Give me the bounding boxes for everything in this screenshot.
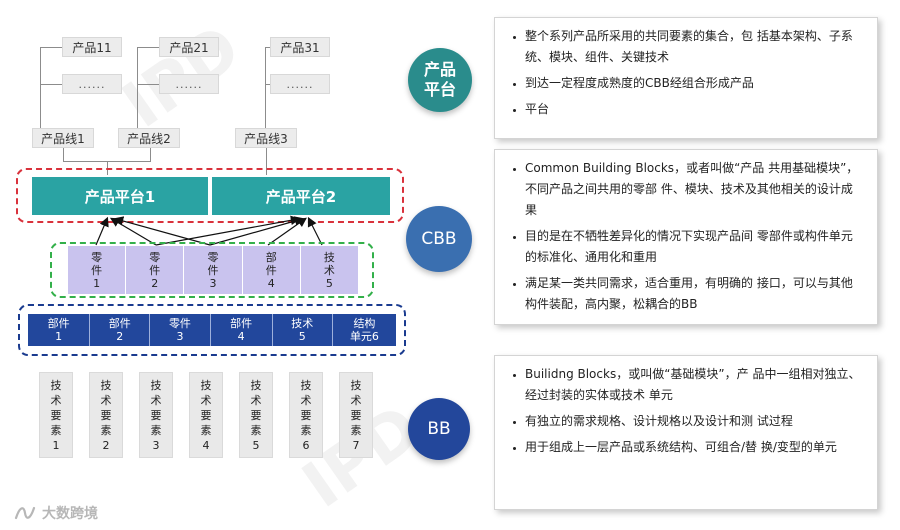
bullet-text: Common Building Blocks，或者叫做“产品 共用基础模块”，不… [525, 158, 863, 221]
tech-element: 技 术 要 素 1 [39, 372, 73, 458]
product-box: 产品21 [159, 37, 219, 57]
bb-row: 部件 1 部件 2 零件 3 部件 4 技术 5 结构 单元6 [28, 314, 396, 346]
cbb-item: 技 术 5 [300, 246, 359, 294]
bb-item: 结构 单元6 [332, 314, 396, 346]
arrow [95, 216, 109, 246]
footer-brand: 大数跨境 [14, 502, 98, 524]
arrow [155, 215, 301, 246]
bb-item: 部件 1 [28, 314, 91, 346]
cbb-description-panel: Common Building Blocks，或者叫做“产品 共用基础模块”，不… [494, 149, 878, 325]
ellipsis-box: ...... [159, 74, 219, 94]
tech-element: 技 术 要 素 3 [139, 372, 173, 458]
cbb-row: 零 件 1 零 件 2 零 件 3 部 件 4 技 术 5 [68, 246, 359, 294]
product-box: 产品31 [270, 37, 330, 57]
product-line-box: 产品线1 [32, 128, 94, 148]
bb-item: 零件 3 [150, 314, 211, 346]
arrow [267, 217, 307, 246]
bullet-text: Builidng Blocks，或叫做“基础模块”，产 品中一组相对独立、经过封… [525, 364, 863, 406]
tech-element: 技 术 要 素 2 [89, 372, 123, 458]
cbb-to-platform-arrows [95, 215, 323, 246]
tech-element: 技 术 要 素 4 [189, 372, 223, 458]
bullet-text: 整个系列产品所采用的共同要素的集合，包 括基本架构、子系统、模块、组件、关键技术 [525, 26, 863, 68]
cbb-item: 部 件 4 [242, 246, 301, 294]
cbb-circle: CBB [406, 206, 472, 272]
arrow [113, 216, 211, 246]
cbb-group [50, 242, 374, 298]
bullet-text: 到达一定程度成熟度的CBB经组合形成产品 [525, 73, 863, 94]
bullet-text: 目的是在不牺牲差异化的情况下实现产品间 零部件或构件单元的标准化、通用化和重用 [525, 226, 863, 268]
bb-item: 部件 2 [90, 314, 151, 346]
product-platform-1: 产品平台1 [32, 177, 208, 215]
tech-element: 技 术 要 素 6 [289, 372, 323, 458]
bb-item: 技术 5 [272, 314, 333, 346]
cbb-item: 零 件 3 [184, 246, 243, 294]
brand-name: 大数跨境 [42, 506, 98, 522]
arrow [209, 216, 305, 246]
product-line-box: 产品线2 [118, 128, 180, 148]
hierarchy-diagram: 产品11 ...... 产品线1 产品21 ...... 产品线2 产品31 .… [0, 0, 410, 530]
cbb-item: 零 件 2 [126, 246, 185, 294]
bullet-text: 用于组成上一层产品或系统结构、可组合/替 换/变型的单元 [525, 437, 863, 458]
cbb-item: 零 件 1 [68, 246, 127, 294]
bullet-text: 有独立的需求规格、设计规格以及设计和测 试过程 [525, 411, 863, 432]
product-box: 产品11 [62, 37, 122, 57]
bullet-text: 满足某一类共同需求，适合重用，有明确的 接口，可以与其他构件装配，高内聚，松耦合… [525, 273, 863, 315]
tech-element: 技 术 要 素 5 [239, 372, 273, 458]
platform-circle: 产品 平台 [408, 48, 472, 112]
bb-group [18, 304, 406, 356]
ellipsis-box: ...... [270, 74, 330, 94]
bb-item: 部件 4 [210, 314, 273, 346]
arrow [307, 216, 323, 246]
bb-description-panel: Builidng Blocks，或叫做“基础模块”，产 品中一组相对独立、经过封… [494, 355, 878, 510]
product-platform-2: 产品平台2 [212, 177, 390, 215]
ellipsis-box: ...... [62, 74, 122, 94]
brand-logo-icon [14, 506, 36, 520]
product-line-box: 产品线3 [235, 128, 297, 148]
bullet-text: 平台 [525, 99, 863, 120]
platform-group [16, 168, 404, 223]
tech-element: 技 术 要 素 7 [339, 372, 373, 458]
platform-description-panel: 整个系列产品所采用的共同要素的集合，包 括基本架构、子系统、模块、组件、关键技术… [494, 17, 878, 139]
bb-circle: BB [408, 398, 470, 460]
